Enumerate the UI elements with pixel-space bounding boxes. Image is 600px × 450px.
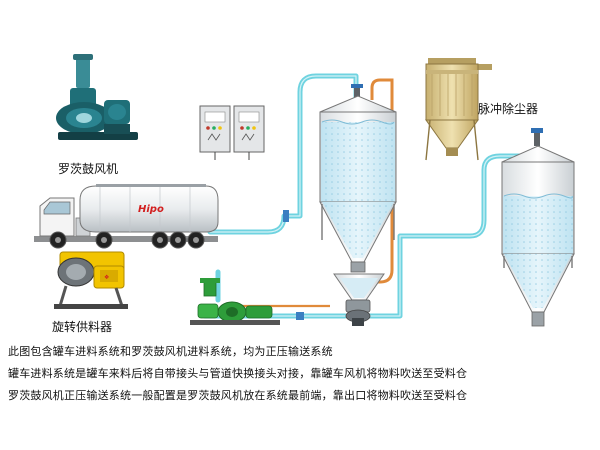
orange-vent-pipe — [364, 78, 394, 284]
rotary-feeder-label: 旋转供料器 — [52, 320, 113, 334]
svg-text:❖: ❖ — [104, 274, 109, 281]
tanker-logo: Hipo — [138, 204, 164, 215]
quick-coupling — [283, 210, 289, 222]
intermediate-silo — [319, 84, 397, 273]
caption-line-2: 罐车进料系统是罐车来料后将自带接头与管道快换接头对接，靠罐车风机将物料吹送至受料… — [8, 367, 468, 380]
caption-line-3: 罗茨鼓风机正压输送系统一般配置是罗茨鼓风机放在系统最前端，靠出口将物料吹送至受料… — [8, 389, 468, 402]
receiving-silo — [501, 128, 575, 327]
feed-hopper — [333, 273, 385, 326]
pulse-dust-collector — [425, 58, 492, 161]
roots-blower-skid — [190, 278, 280, 325]
control-cabinets — [199, 105, 265, 160]
caption-line-1: 此图包含罐车进料系统和罗茨鼓风机进料系统，均为正压输送系统 — [8, 345, 333, 358]
tanker-truck: Hipo — [34, 184, 219, 249]
roots-blower-unit — [56, 54, 138, 140]
dust-collector-label: 脉冲除尘器 — [478, 102, 539, 116]
rotary-feeder-unit: ❖ — [54, 251, 128, 309]
roots-blower-label: 罗茨鼓风机 — [58, 162, 119, 176]
